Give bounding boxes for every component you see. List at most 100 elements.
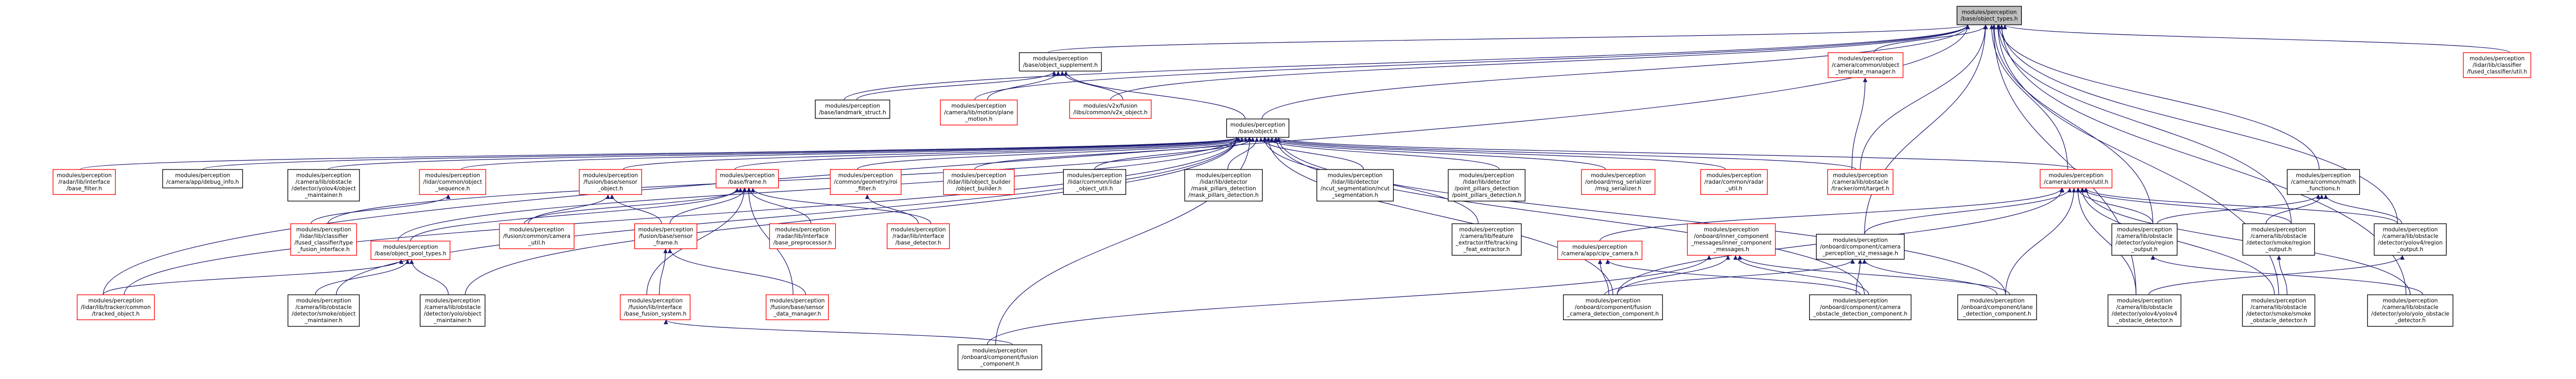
dependency-edge [974, 24, 1970, 101]
file-node-object-sequence[interactable]: modules/perception/lidar/common/object_s… [419, 169, 486, 195]
dependency-edge [1276, 137, 2006, 295]
file-node-label: /base/landmark_struct.h [819, 109, 886, 116]
file-node-label: modules/perception [296, 173, 352, 179]
file-node-label: /lidar/lib/classifier [299, 233, 348, 240]
file-node-label: /onboard/component/fusion [1575, 304, 1651, 311]
dependency-edge [669, 187, 747, 224]
file-node-point-pillars[interactable]: modules/perception/lidar/lib/detector/po… [1448, 169, 1526, 202]
file-node-ncut[interactable]: modules/perception/lidar/lib/detector/nc… [1316, 169, 1394, 202]
file-node-smoke-obstacle-detector[interactable]: modules/perception/camera/lib/obstacle/d… [2242, 294, 2316, 327]
file-node-tracker-target[interactable]: modules/perception/camera/lib/obstacle/t… [1827, 169, 1893, 195]
file-node-camera-perception-viz[interactable]: modules/perception/onboard/component/cam… [1816, 234, 1905, 260]
file-node-label: /camera/common/util.h [2044, 179, 2109, 185]
file-node-mask-pillars[interactable]: modules/perception/lidar/lib/detector/ma… [1184, 169, 1263, 202]
dependency-edge [103, 24, 1970, 295]
file-node-base-detector[interactable]: modules/perception/radar/lib/interface/b… [887, 223, 950, 250]
dependency-edge [1261, 24, 1970, 119]
file-node-object-types[interactable]: modules/perception/base/object_types.h [1957, 6, 2022, 25]
file-node-base-fusion-system[interactable]: modules/perception/fusion/lib/interface/… [619, 294, 691, 321]
file-node-fused-classifier-util[interactable]: modules/perception/lidar/lib/classifier/… [2463, 52, 2531, 78]
file-node-label: _component.h [980, 361, 1020, 367]
file-node-lidar-object-util[interactable]: modules/perception/lidar/common/lidar_ob… [1063, 169, 1126, 195]
file-node-math-functions[interactable]: modules/perception/camera/common/math_fu… [2287, 169, 2360, 195]
file-node-v2x-object[interactable]: modules/v2x/fusion/libs/common/v2x_objec… [1069, 99, 1152, 119]
file-node-radar-util[interactable]: modules/perception/radar/common/radar_ut… [1700, 169, 1768, 195]
file-node-smoke-region-output[interactable]: modules/perception/camera/lib/obstacle/d… [2242, 223, 2315, 256]
file-node-lane-detection[interactable]: modules/perception/onboard/component/lan… [1957, 294, 2037, 321]
file-node-label: /camera/lib/obstacle [2382, 233, 2438, 240]
file-node-label: /onboard/component/fusion [961, 354, 1038, 361]
dependency-edge [734, 137, 1245, 170]
file-node-label: _extractor/tfe/tracking [1455, 240, 1518, 246]
file-node-label: modules/perception [1459, 227, 1515, 233]
file-node-msg-serializer[interactable]: modules/perception/onboard/msg_serialize… [1581, 169, 1656, 195]
file-node-label: _fusion_interface.h [297, 246, 349, 253]
file-node-label: /camera/app/cipv_camera.h [1561, 251, 1638, 257]
file-node-sensor-object[interactable]: modules/perception/fusion/base/sensor_ob… [579, 169, 642, 195]
dependency-edge [460, 137, 1239, 170]
file-node-label: modules/perception [2117, 227, 2172, 233]
file-node-label: /common/geometry/roi [834, 179, 898, 185]
dependency-edge [1733, 255, 1869, 295]
file-node-base-frame[interactable]: modules/perception/base/frame.h [716, 169, 779, 188]
file-node-label: /detector/yolov4/yolov4 [2112, 311, 2178, 317]
file-node-sensor-frame[interactable]: modules/perception/fusion/base/sensor_fr… [634, 223, 697, 250]
file-node-label: /onboard/component/camera [1820, 304, 1900, 311]
file-node-label: /base_detector.h [895, 240, 941, 246]
file-node-label: /detector/yolo/yolo_obstacle [2371, 311, 2449, 317]
file-node-label: /lidar/lib/object_builder [947, 179, 1011, 185]
file-node-label: /mask_pillars_detection.h [1188, 192, 1258, 198]
file-node-yolov4-maintainer[interactable]: modules/perception/camera/lib/obstacle/d… [287, 169, 360, 202]
file-node-label: modules/perception [2383, 298, 2438, 304]
file-node-label: /detector/smoke/region [2247, 240, 2311, 246]
dependency-edge [747, 187, 811, 224]
file-node-label: modules/perception [1591, 173, 1646, 179]
file-node-base-preprocessor[interactable]: modules/perception/radar/lib/interface/b… [769, 223, 836, 250]
file-node-label: modules/perception [1962, 9, 2017, 16]
file-node-label: _util.h [528, 240, 545, 246]
file-node-camera-obstacle-detection[interactable]: modules/perception/onboard/component/cam… [1809, 294, 1912, 321]
dependency-edge [995, 137, 1252, 345]
file-node-object[interactable]: modules/perception/base/object.h [1226, 118, 1289, 138]
file-node-camera-util[interactable]: modules/perception/camera/common/util.h [2040, 169, 2112, 188]
file-node-fusion-camera-detection[interactable]: modules/perception/onboard/component/fus… [1563, 294, 1663, 321]
file-node-ipm-camera[interactable]: modules/perception/camera/app/cipv_camer… [1557, 241, 1642, 260]
file-nodes: modules/perception/base/object_types.hmo… [53, 6, 2531, 371]
file-node-label: /tracked_object.h [92, 311, 140, 317]
dependency-edge [1864, 24, 1988, 235]
file-node-label: /detector/yolo/region [2116, 240, 2173, 246]
file-node-yolo-region-output[interactable]: modules/perception/camera/lib/obstacle/d… [2111, 223, 2178, 256]
dependency-edge [465, 137, 1239, 295]
file-node-feature-extractor[interactable]: modules/perception/camera/lib/feature_ex… [1451, 223, 1522, 256]
file-node-object-supplement[interactable]: modules/perception/base/object_supplemen… [1019, 52, 1102, 72]
file-node-template-manager[interactable]: modules/perception/camera/common/object_… [1828, 52, 1903, 78]
file-node-sensor-data-manager[interactable]: modules/perception/fusion/base/sensor_da… [766, 294, 829, 321]
file-node-radar-base-filter[interactable]: modules/perception/radar/lib/interface/b… [53, 169, 116, 195]
file-node-label: /camera/lib/obstacle [2250, 304, 2307, 311]
file-node-fusion-component[interactable]: modules/perception/onboard/component/fus… [957, 344, 1043, 371]
file-node-fused-classifier-type[interactable]: modules/perception/lidar/lib/classifier/… [290, 223, 357, 256]
file-node-debug-info[interactable]: modules/perception/camera/app/debug_info… [162, 169, 243, 188]
file-node-object-builder[interactable]: modules/perception/lidar/lib/object_buil… [943, 169, 1015, 195]
file-node-yolov4-obstacle-detector[interactable]: modules/perception/camera/lib/obstacle/d… [2107, 294, 2182, 327]
file-node-yolo-maintainer[interactable]: modules/perception/camera/lib/obstacle/d… [419, 294, 486, 327]
file-node-yolov4-region-output[interactable]: modules/perception/camera/lib/obstacle/d… [2373, 223, 2447, 256]
file-node-tracked-object[interactable]: modules/perception/lidar/lib/tracker/com… [76, 294, 155, 321]
file-node-yolo-obstacle-detector[interactable]: modules/perception/camera/lib/obstacle/d… [2367, 294, 2453, 327]
dependency-edge [336, 137, 1239, 295]
file-node-label: /fusion/lib/interface [628, 304, 682, 311]
file-node-fusion-camera-util[interactable]: modules/perception/fusion/common/camera_… [499, 223, 575, 250]
dependency-edge [124, 137, 1239, 295]
file-node-inner-component[interactable]: modules/perception/onboard/inner_compone… [1687, 223, 1776, 256]
file-node-label: modules/perception [838, 173, 894, 179]
file-node-label: /camera/common/object [1832, 62, 1899, 68]
dependency-edge [2277, 255, 2288, 295]
file-node-object-pool-types[interactable]: modules/perception/base/object_pool_type… [370, 241, 450, 260]
file-node-camera-motion-plane[interactable]: modules/perception/camera/lib/motion/pla… [940, 99, 1018, 126]
file-node-roi-filter[interactable]: modules/perception/common/geometry/roi_f… [830, 169, 901, 195]
file-node-label: modules/perception [2296, 173, 2351, 179]
file-node-landmark-struct[interactable]: modules/perception/base/landmark_struct.… [815, 99, 890, 119]
file-node-label: /detector/smoke/smoke [2246, 311, 2311, 317]
dependency-edge [1873, 24, 1988, 53]
file-node-smoke-maintainer[interactable]: modules/perception/camera/lib/obstacle/d… [287, 294, 360, 327]
